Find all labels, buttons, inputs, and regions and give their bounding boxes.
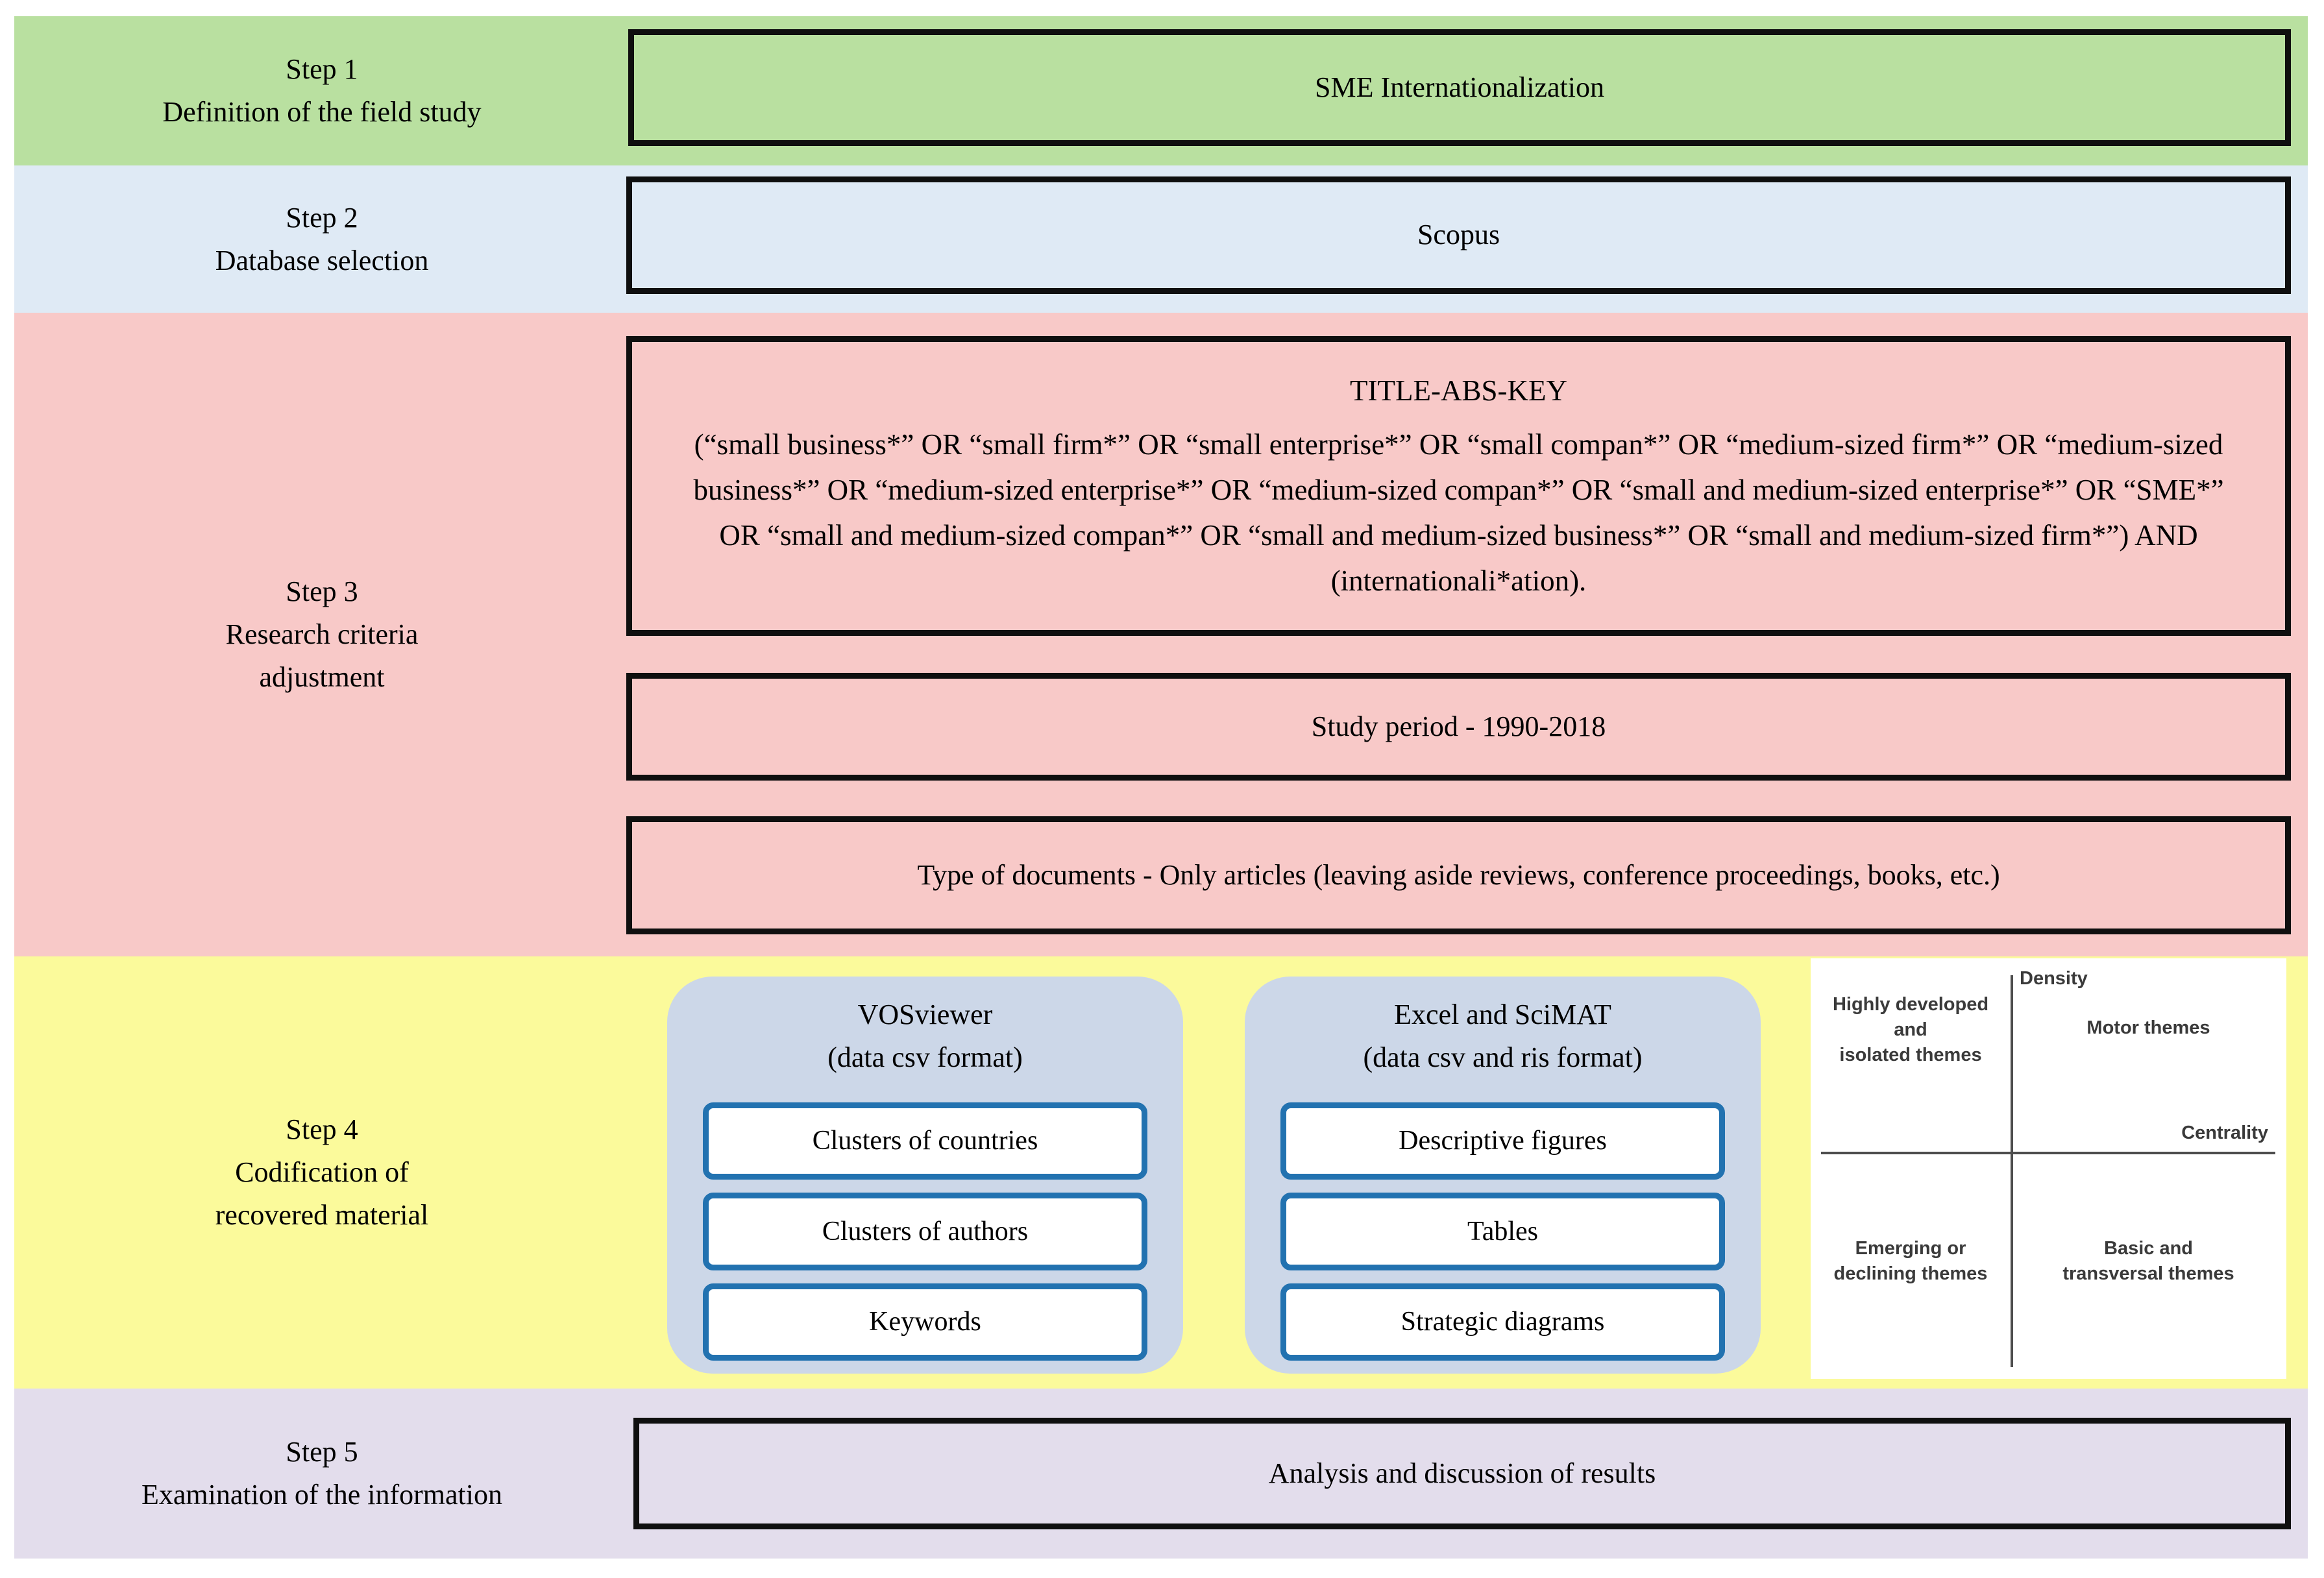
step5-output-box: Analysis and discussion of results	[633, 1418, 2291, 1529]
step2-label-title: Step 2	[286, 201, 358, 234]
scimat-item-descriptive-figures: Descriptive figures	[1280, 1102, 1725, 1180]
scimat-item-text: Descriptive figures	[1399, 1126, 1607, 1156]
step5-label-subtitle: Examination of the information	[141, 1479, 502, 1511]
search-query-box: TITLE-ABS-KEY (“small business*” OR “sma…	[626, 336, 2291, 636]
scimat-title-text: Excel and SciMAT	[1394, 999, 1611, 1030]
step4-label-subtitle: Codification of recovered material	[215, 1156, 429, 1231]
vosviewer-item-clusters-of-countries: Clusters of countries	[703, 1102, 1147, 1180]
step4-label-title: Step 4	[286, 1113, 358, 1145]
step1-label-subtitle: Definition of the field study	[162, 96, 482, 128]
step4-label: Step 4 Codification of recovered materia…	[14, 956, 630, 1389]
step5-label-title: Step 5	[286, 1436, 358, 1468]
step5-label: Step 5 Examination of the information	[14, 1389, 630, 1559]
step2-label-subtitle: Database selection	[215, 244, 429, 276]
scimat-item-text: Tables	[1467, 1216, 1539, 1246]
quadrant-motor-themes: Motor themes	[2086, 1017, 2210, 1038]
study-period-text: Study period - 1990-2018	[1311, 710, 1606, 742]
scimat-panel: Excel and SciMAT (data csv and ris forma…	[1245, 977, 1761, 1374]
scimat-subtitle-text: (data csv and ris format)	[1363, 1041, 1643, 1073]
step3-label-title: Step 3	[286, 576, 358, 607]
vosviewer-subtitle-text: (data csv format)	[827, 1041, 1023, 1073]
density-axis-line	[2011, 975, 2013, 1367]
step3-label: Step 3 Research criteria adjustment	[14, 313, 630, 956]
quadrant-basic-transversal-themes: Basic and transversal themes	[2062, 1238, 2234, 1285]
centrality-axis-line	[1821, 1152, 2275, 1154]
centrality-axis-label: Centrality	[2181, 1123, 2268, 1143]
study-period-box: Study period - 1990-2018	[626, 673, 2291, 781]
scimat-panel-title: Excel and SciMAT (data csv and ris forma…	[1245, 977, 1761, 1102]
quadrant-highly-developed-isolated-themes: Highly developed and isolated themes	[1832, 994, 1989, 1066]
scimat-item-strategic-diagrams: Strategic diagrams	[1280, 1283, 1725, 1361]
vosviewer-panel-title: VOSviewer (data csv format)	[667, 977, 1183, 1102]
density-axis-label: Density	[2020, 968, 2088, 989]
vosviewer-item-text: Clusters of countries	[812, 1126, 1038, 1156]
step2-label: Step 2 Database selection	[14, 165, 630, 313]
document-type-text: Type of documents - Only articles (leavi…	[917, 858, 2000, 891]
search-query-title: TITLE-ABS-KEY	[1350, 374, 1567, 407]
vosviewer-item-text: Keywords	[869, 1307, 981, 1337]
quadrant-emerging-declining-themes: Emerging or declining themes	[1833, 1238, 1988, 1285]
step1-label-title: Step 1	[286, 53, 358, 85]
vosviewer-item-clusters-of-authors: Clusters of authors	[703, 1193, 1147, 1270]
step3-label-subtitle: Research criteria adjustment	[225, 618, 419, 693]
scimat-item-text: Strategic diagrams	[1401, 1307, 1605, 1337]
step1-label: Step 1 Definition of the field study	[14, 16, 630, 165]
step1-output-text: SME Internationalization	[1315, 71, 1604, 103]
document-type-box: Type of documents - Only articles (leavi…	[626, 816, 2291, 934]
vosviewer-item-text: Clusters of authors	[822, 1216, 1029, 1246]
step1-output-box: SME Internationalization	[628, 29, 2291, 146]
vosviewer-title-text: VOSviewer	[857, 999, 993, 1030]
vosviewer-item-keywords: Keywords	[703, 1283, 1147, 1361]
strategic-diagram: Density Centrality Highly developed and …	[1811, 958, 2286, 1379]
scimat-item-tables: Tables	[1280, 1193, 1725, 1270]
step5-output-text: Analysis and discussion of results	[1268, 1457, 1656, 1489]
step2-output-box: Scopus	[626, 176, 2291, 294]
search-query-body: (“small business*” OR “small firm*” OR “…	[693, 428, 2224, 597]
step2-output-text: Scopus	[1417, 219, 1500, 251]
vosviewer-panel: VOSviewer (data csv format) Clusters of …	[667, 977, 1183, 1374]
